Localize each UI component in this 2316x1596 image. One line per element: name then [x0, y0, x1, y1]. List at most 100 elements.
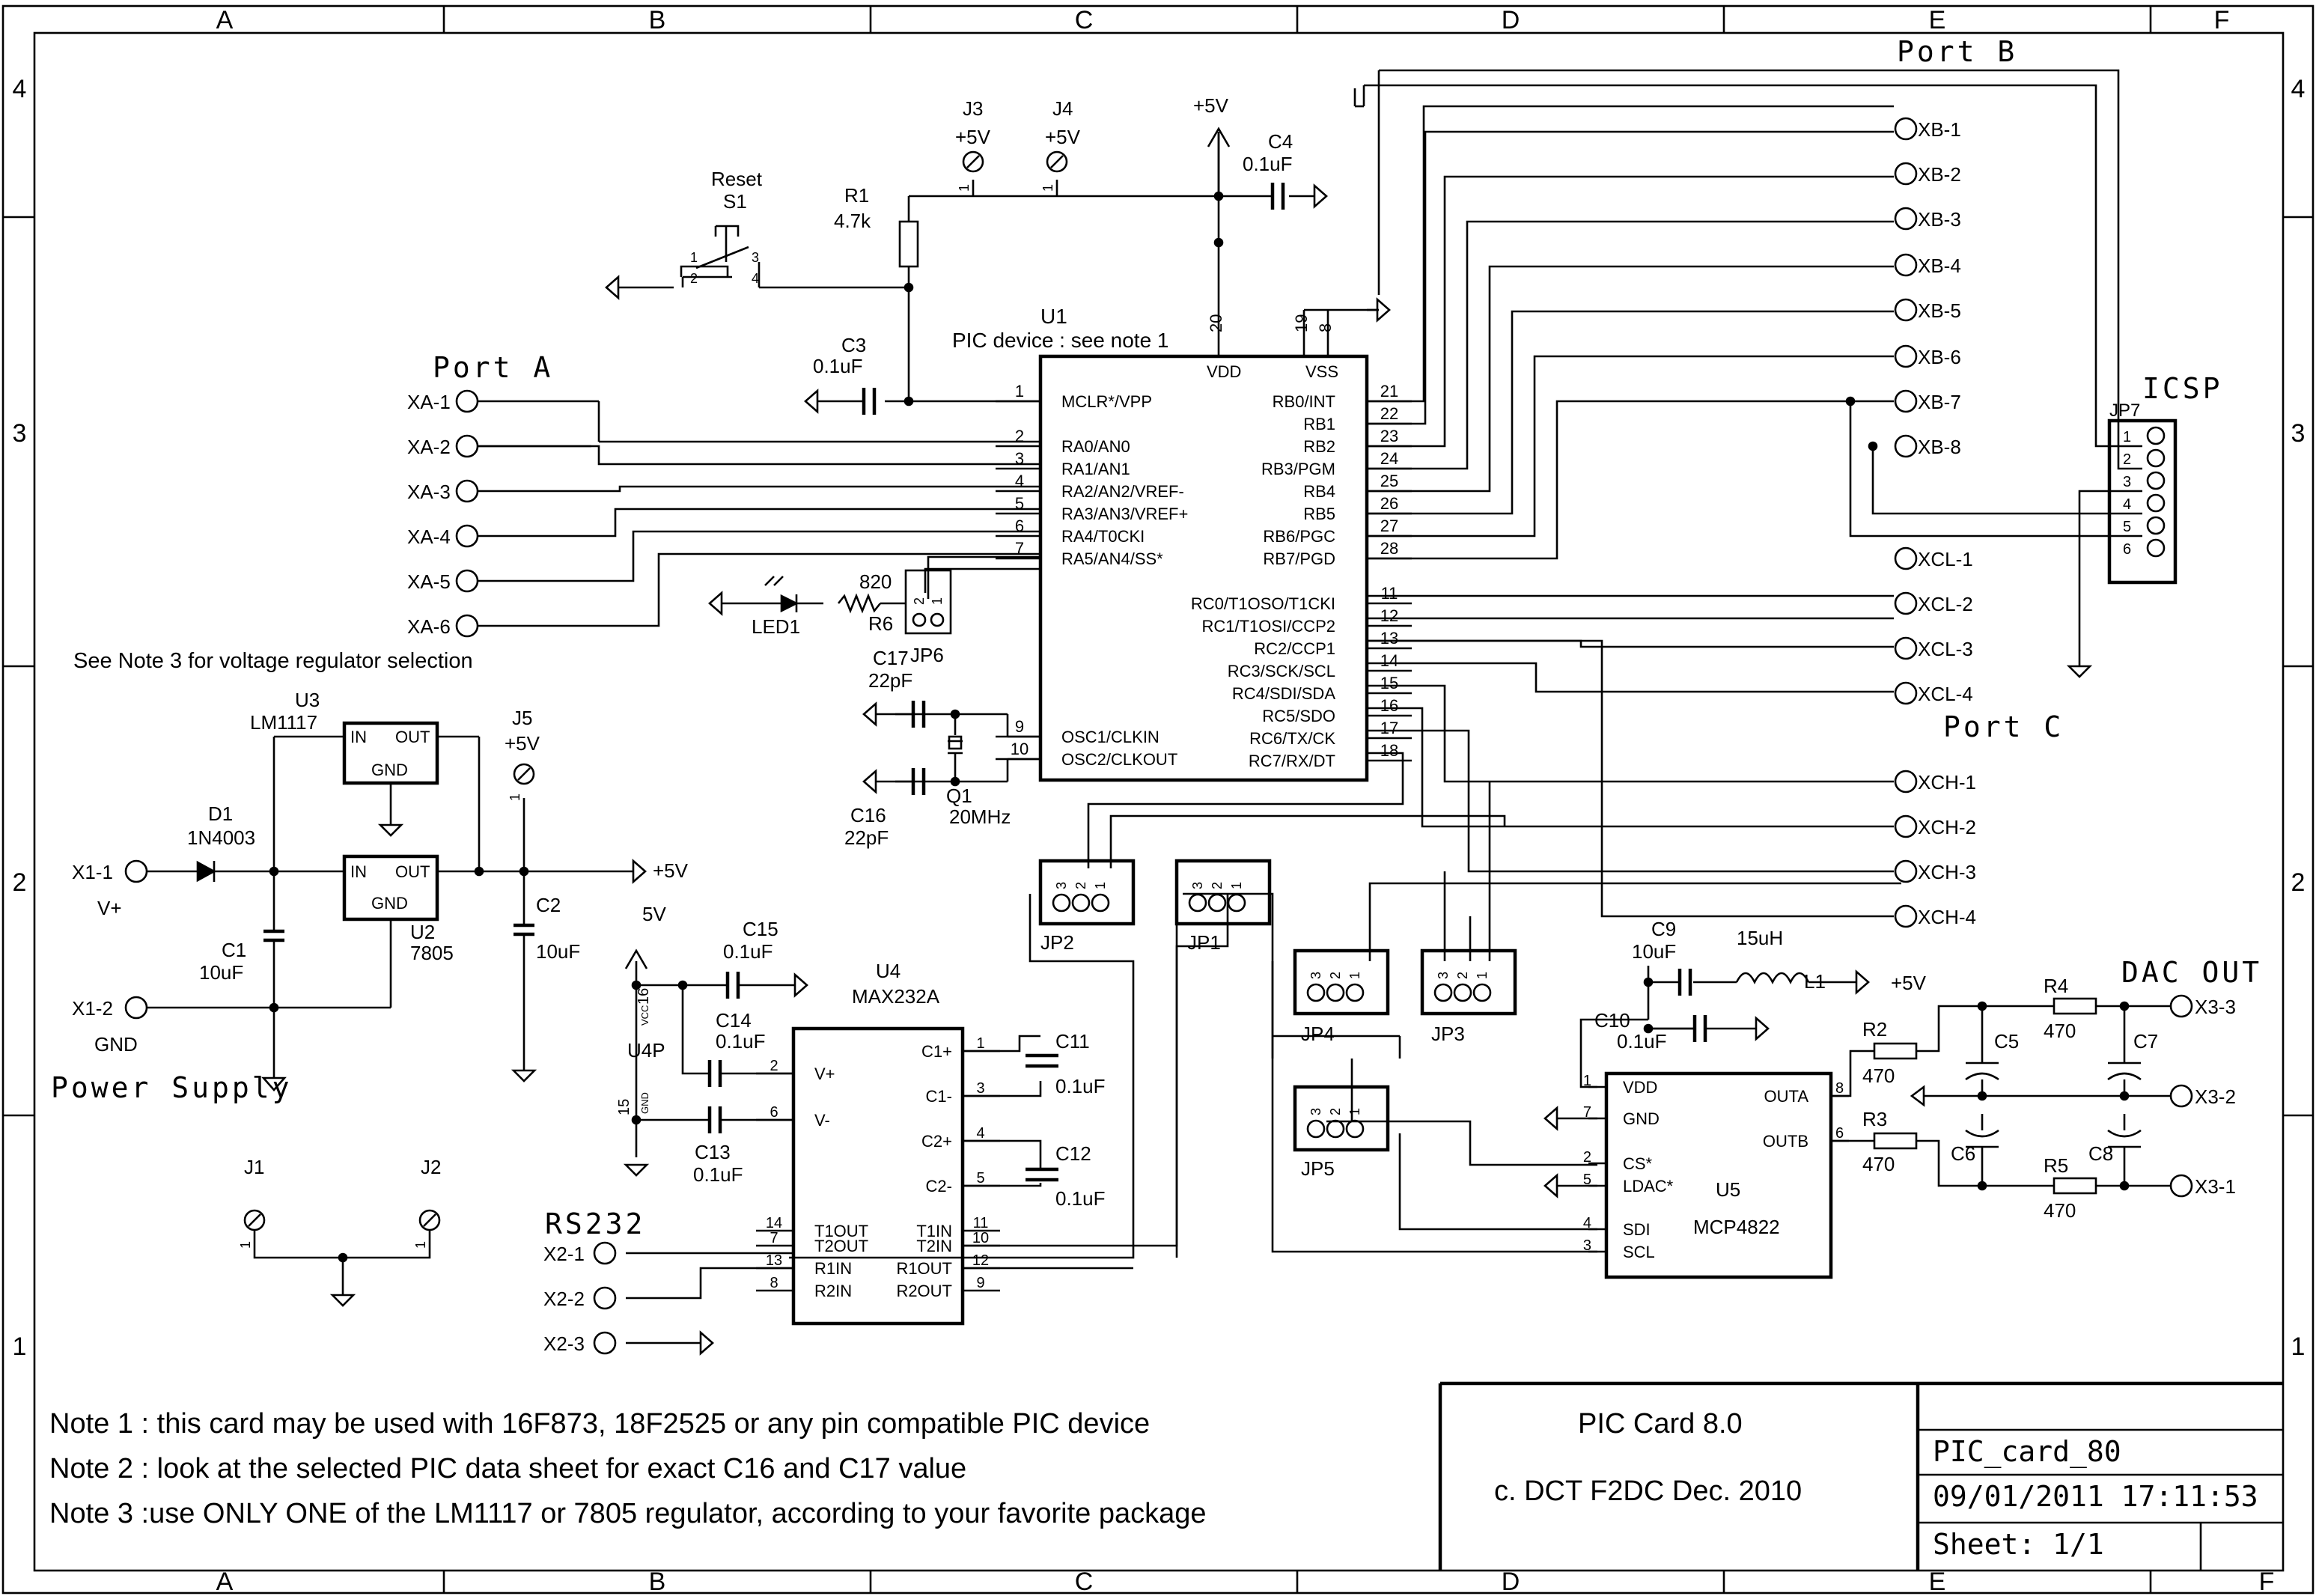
- sheet-frame: [1, 4, 2315, 1595]
- u1-right-pins: 21RB0/INT22RB123RB224RB3/PGM25RB426RB527…: [1191, 382, 1412, 770]
- jp7-pin-number: 3: [2123, 474, 2131, 490]
- x3-connectors: X3-3X3-2X3-1: [2169, 994, 2236, 1198]
- x2-label: X2-1: [543, 1243, 585, 1265]
- u3-in: IN: [350, 728, 367, 746]
- u1-pin-name: RA4/T0CKI: [1061, 527, 1145, 546]
- col-label: D: [1502, 6, 1520, 34]
- u1-left-pins: 1MCLR*/VPP2RA0/AN03RA1/AN14RA2/AN2/VREF-…: [996, 382, 1188, 769]
- u1-vdd-label: VDD: [1207, 362, 1241, 381]
- out-5v-label: +5V: [653, 859, 689, 882]
- port-c-pad: [1894, 681, 1918, 705]
- jp7-pin: [2146, 538, 2166, 558]
- port-c-pad: [1894, 546, 1918, 570]
- x1-2-ref: X1-2: [72, 997, 113, 1020]
- u1-pin-name: RB0/INT: [1273, 392, 1335, 411]
- u4-pin-name: C1+: [921, 1042, 952, 1061]
- jp4-pin: [1345, 983, 1365, 1002]
- vcc-top-label: +5V: [1193, 94, 1229, 117]
- jp7-pin-number: 2: [2123, 451, 2131, 468]
- row-label: 3: [13, 419, 27, 448]
- port-a-label: XA-1: [407, 391, 451, 413]
- j5-ref: J5: [512, 707, 532, 729]
- icsp-heading: ICSP: [2142, 372, 2223, 405]
- u4-pin-number: 9: [976, 1275, 984, 1291]
- jp5-pin-number: 2: [1328, 1108, 1343, 1115]
- j3-ref: J3: [963, 97, 983, 120]
- jp2-pin-number: 3: [1054, 882, 1069, 889]
- j3-val: +5V: [955, 126, 991, 148]
- jp2-ref: JP2: [1040, 931, 1074, 954]
- jp3-pin-number: 1: [1475, 972, 1490, 979]
- u5-pin-number: 7: [1583, 1104, 1591, 1121]
- jp3-pin-number: 3: [1436, 972, 1451, 979]
- j1-ref: J1: [244, 1156, 264, 1178]
- u4-pin-number: 8: [770, 1275, 778, 1291]
- c16-ref: C16: [850, 804, 886, 826]
- c12-val: 0.1uF: [1055, 1187, 1106, 1210]
- u1-pin-name: RC2/CCP1: [1254, 639, 1335, 658]
- u1-pin-name: RB4: [1303, 482, 1335, 501]
- jp5-body: [1293, 1085, 1390, 1152]
- r5-val: 470: [2044, 1199, 2076, 1222]
- u1-vdd-pin: 20: [1207, 314, 1225, 332]
- x2-pad: [593, 1241, 617, 1265]
- port-b-pad: [1894, 253, 1918, 277]
- u1-pin-name: RB1: [1303, 415, 1335, 433]
- u1-pin-name: RB5: [1303, 505, 1335, 523]
- u5-pin-name: SDI: [1623, 1220, 1651, 1239]
- j5-val: +5V: [505, 732, 540, 755]
- jp3-pin-number: 2: [1455, 972, 1470, 979]
- jp6-ref: JP6: [910, 644, 944, 666]
- u1-pin-name: OSC2/CLKOUT: [1061, 750, 1177, 769]
- timestamp-text: 09/01/2011 17:11:53: [1933, 1480, 2258, 1513]
- u1-pin-name: RB6/PGC: [1263, 527, 1335, 546]
- jp4-pin-number: 3: [1308, 972, 1323, 979]
- jp7-pin: [2146, 448, 2166, 468]
- u1-vss-label: VSS: [1305, 362, 1338, 381]
- u5-pin-name: SCL: [1623, 1243, 1655, 1261]
- l1-ref: L1: [1804, 970, 1826, 993]
- port-a-connectors: XA-1XA-2XA-3XA-4XA-5XA-6: [407, 389, 479, 638]
- u1-pin-name: RC0/T1OSO/T1CKI: [1191, 594, 1335, 613]
- jp5-pin: [1326, 1119, 1345, 1139]
- c11-val: 0.1uF: [1055, 1075, 1106, 1097]
- u1-caption: PIC device : see note 1: [952, 329, 1169, 352]
- port-b-label: XB-2: [1918, 163, 1961, 186]
- port-c-label: XCH-1: [1918, 771, 1976, 794]
- u4-pin-name: T1OUT: [814, 1222, 868, 1240]
- port-a-label: XA-6: [407, 615, 451, 638]
- u4-pin-number: 7: [770, 1230, 778, 1246]
- port-c-heading: Port C: [1943, 710, 2064, 743]
- u4-pin-name: R2IN: [814, 1282, 852, 1300]
- u4-pin-number: 5: [976, 1170, 984, 1187]
- jp1-ref: JP1: [1187, 931, 1221, 954]
- port-a-label: XA-5: [407, 570, 451, 593]
- u1-pin-number: 16: [1380, 696, 1398, 715]
- u1-pin-number: 25: [1380, 472, 1398, 490]
- q1-val: 20MHz: [949, 805, 1011, 828]
- jp1-pin: [1188, 893, 1207, 913]
- u1-pin-name: RC4/SDI/SDA: [1232, 684, 1335, 703]
- c13-ref: C13: [695, 1141, 731, 1163]
- u5-pin-number: 5: [1583, 1172, 1591, 1188]
- port-c-pad: [1894, 814, 1918, 838]
- c9-val: 10uF: [1632, 940, 1676, 963]
- jp3-body: [1420, 948, 1517, 1016]
- sheet-text: Sheet: 1/1: [1933, 1528, 2104, 1561]
- port-a-label: XA-2: [407, 436, 451, 458]
- u3-val: LM1117: [250, 711, 317, 734]
- led1: LED1: [752, 576, 800, 638]
- u1-pin-name: MCLR*/VPP: [1061, 392, 1152, 411]
- j4-ref: J4: [1052, 97, 1073, 120]
- u1-pin-name: RA3/AN3/VREF+: [1061, 505, 1188, 523]
- jp7-pin-number: 1: [2123, 429, 2131, 445]
- jp6-pin: 1: [930, 597, 945, 605]
- note-1: Note 1 : this card may be used with 16F8…: [49, 1408, 1150, 1440]
- u1-pin-number: 15: [1380, 674, 1398, 692]
- port-b-label: XB-8: [1918, 436, 1961, 458]
- u4-pin-number: 11: [973, 1215, 989, 1231]
- col-label: B: [649, 6, 666, 34]
- x2-label: X2-2: [543, 1288, 585, 1310]
